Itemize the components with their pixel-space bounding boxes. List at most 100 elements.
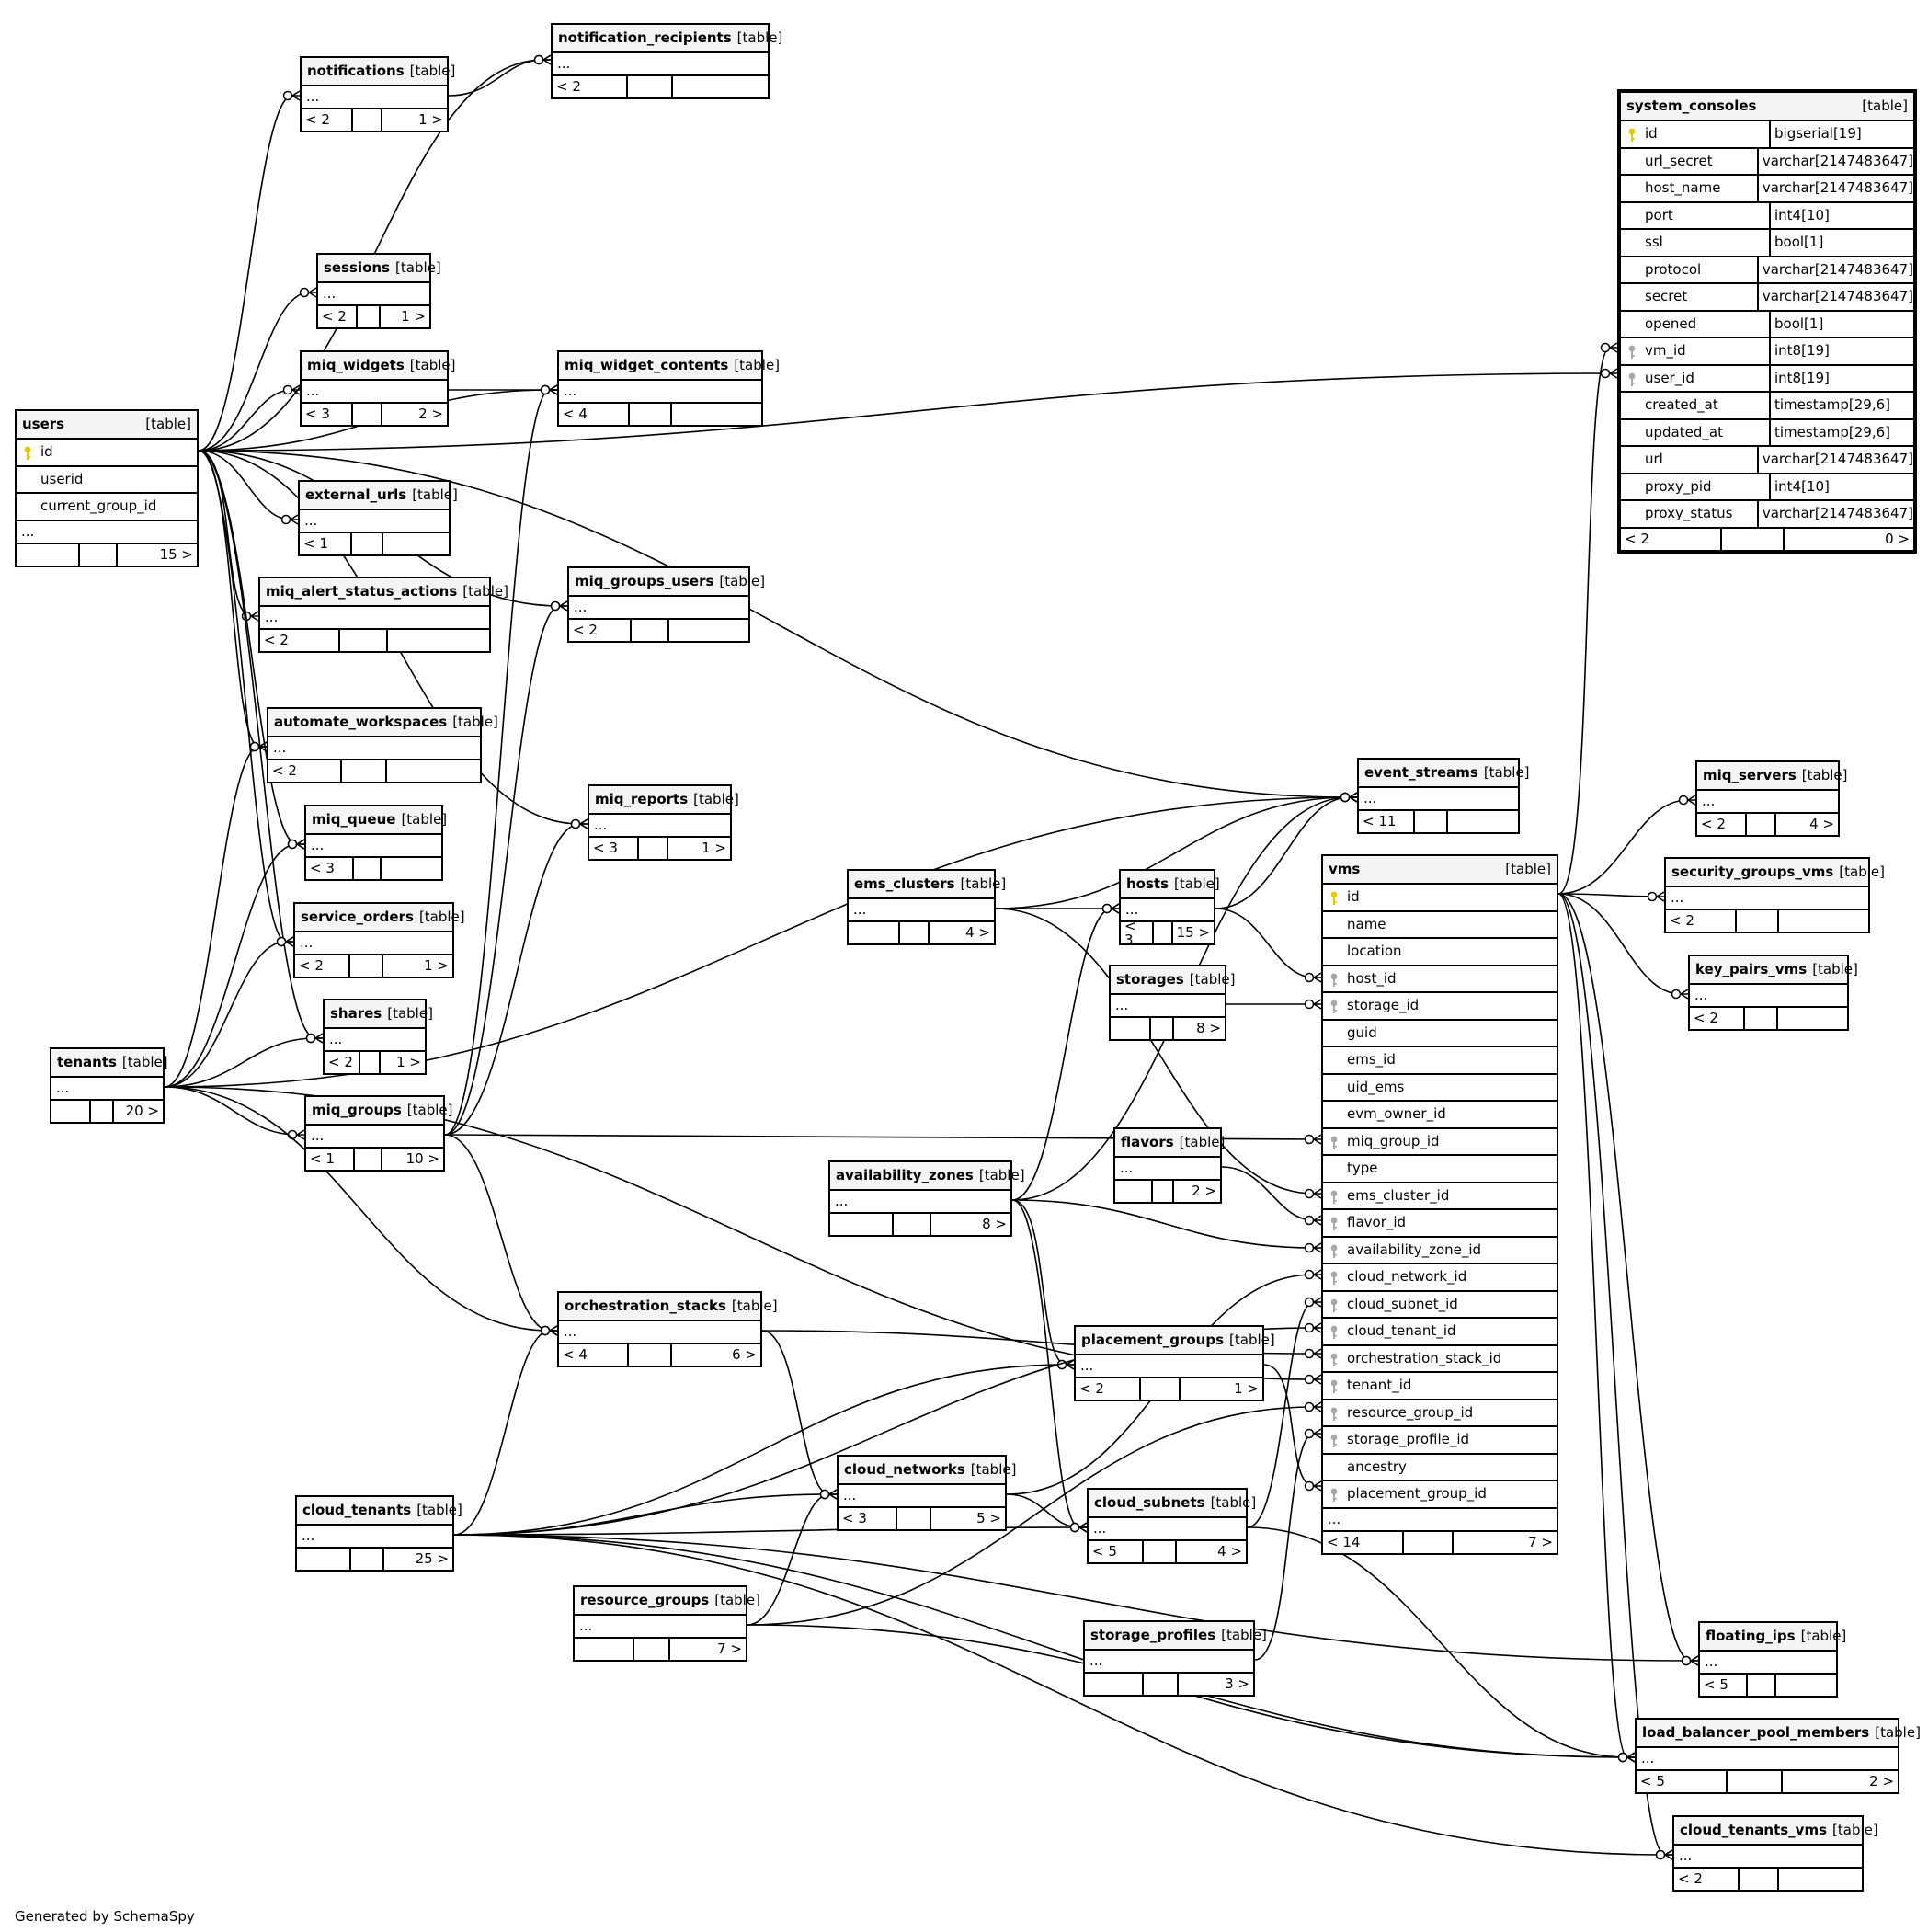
zero-cardinality-marker — [305, 1033, 316, 1044]
table-external-urls[interactable]: external_urls[table]...< 1 — [298, 480, 458, 556]
zero-cardinality-marker — [1304, 1297, 1315, 1308]
table-name: security_groups_vms — [1671, 863, 1834, 880]
column-name: resource_group_id — [1347, 1403, 1474, 1421]
table-name: flavors — [1121, 1134, 1174, 1150]
parents-count: 2 > — [1869, 1773, 1894, 1789]
crows-foot-marker — [291, 90, 301, 101]
column-name: guid — [1347, 1023, 1377, 1041]
columns-count — [1402, 1531, 1455, 1553]
table-floating-ips[interactable]: floating_ips[table]...< 5 — [1698, 1621, 1846, 1698]
table-notification-recipients[interactable]: notification_recipients[table]...< 2 — [551, 23, 782, 99]
table-header: orchestration_stacks[table] — [559, 1293, 778, 1321]
relationship-counts: 8 > — [830, 1214, 1010, 1235]
more-columns: ... — [318, 283, 429, 306]
columns-count — [359, 1052, 382, 1073]
children-count: < 1 — [303, 535, 328, 552]
relationship-line — [198, 292, 310, 452]
table-kind: [table] — [395, 259, 441, 276]
table-kind: [table] — [960, 875, 1007, 892]
column-type: int4[10] — [1769, 474, 1913, 499]
crows-foot-marker — [1656, 891, 1665, 902]
column-name: type — [1347, 1160, 1378, 1177]
table-kind: [table] — [978, 1167, 1025, 1183]
table-miq-widget-contents[interactable]: miq_widget_contents[table]...< 4 — [557, 350, 780, 427]
relationship-line — [1215, 908, 1315, 978]
relationship-line — [747, 1406, 1315, 1626]
column-type: varchar[2147483647] — [1756, 148, 1913, 174]
table-miq-queue[interactable]: miq_queue[table]...< 3 — [304, 805, 447, 881]
column-type: varchar[2147483647] — [1756, 284, 1913, 310]
relationship-counts: < 2 — [268, 760, 480, 782]
column-type: int4[10] — [1769, 202, 1913, 228]
table-tenants[interactable]: tenants[table]...20 > — [50, 1047, 168, 1124]
more-columns: ... — [260, 607, 489, 630]
table-flavors[interactable]: flavors[table]...2 > — [1113, 1127, 1225, 1204]
columns-count — [352, 1149, 383, 1170]
table-kind: [table] — [145, 416, 191, 432]
relationship-line — [1557, 893, 1628, 1758]
parents-count: 4 > — [965, 924, 990, 941]
table-header: shares[table] — [325, 1000, 433, 1029]
columns-count — [630, 620, 670, 641]
children-count: < 2 — [328, 1054, 353, 1070]
children-count: < 2 — [1625, 530, 1649, 547]
relationship-line — [444, 1134, 551, 1332]
column-row: ems_cluster_id — [1323, 1183, 1557, 1210]
crows-foot-marker — [1111, 903, 1120, 914]
table-cloud-tenants[interactable]: cloud_tenants[table]...25 > — [295, 1495, 462, 1572]
table-cloud-tenants-vms[interactable]: cloud_tenants_vms[table]...< 2 — [1672, 1815, 1878, 1892]
column-name: availability_zone_id — [1347, 1240, 1482, 1258]
table-availability-zones[interactable]: availability_zones[table]...8 > — [828, 1160, 1025, 1237]
table-resource-groups[interactable]: resource_groups[table]...7 > — [573, 1585, 760, 1662]
foreign-key-icon — [1628, 372, 1636, 386]
table-header: notifications[table] — [302, 58, 455, 86]
table-miq-groups-users[interactable]: miq_groups_users[table]...< 2 — [567, 566, 765, 643]
table-ems-clusters[interactable]: ems_clusters[table]...4 > — [847, 869, 1006, 945]
relationship-counts: 15 > — [17, 543, 197, 566]
table-header: ems_clusters[table] — [849, 871, 1006, 899]
columns-count — [1142, 1541, 1177, 1562]
crows-foot-marker — [1313, 1215, 1322, 1226]
crows-foot-marker — [1313, 1188, 1322, 1199]
table-storages[interactable]: storages[table]...8 > — [1109, 965, 1235, 1041]
relationship-line — [198, 389, 293, 452]
zero-cardinality-marker — [540, 1325, 551, 1336]
columns-count — [1152, 922, 1173, 943]
crows-foot-marker — [1313, 1269, 1322, 1280]
table-storage-profiles[interactable]: storage_profiles[table]...3 > — [1083, 1620, 1267, 1697]
table-event-streams[interactable]: event_streams[table]...< 11 — [1357, 758, 1530, 834]
table-key-pairs-vms[interactable]: key_pairs_vms[table]...< 2 — [1688, 955, 1858, 1031]
table-miq-alert-status-actions[interactable]: miq_alert_status_actions[table]...< 2 — [258, 577, 508, 653]
column-row: orchestration_stack_id — [1323, 1346, 1557, 1373]
table-security-groups-vms[interactable]: security_groups_vms[table]...< 2 — [1664, 857, 1885, 933]
table-kind: [table] — [462, 583, 508, 600]
columns-count — [895, 1508, 932, 1529]
children-count — [51, 1101, 89, 1122]
column-name: cloud_subnet_id — [1347, 1295, 1458, 1312]
more-columns: ... — [51, 1078, 163, 1101]
table-name: system_consoles — [1626, 97, 1757, 114]
children-count: < 11 — [1363, 813, 1397, 829]
relationship-counts: 8 > — [1111, 1018, 1225, 1039]
foreign-key-icon — [1330, 1136, 1338, 1149]
table-automate-workspaces[interactable]: automate_workspaces[table]...< 2 — [267, 707, 498, 783]
relationship-line — [747, 1493, 830, 1626]
